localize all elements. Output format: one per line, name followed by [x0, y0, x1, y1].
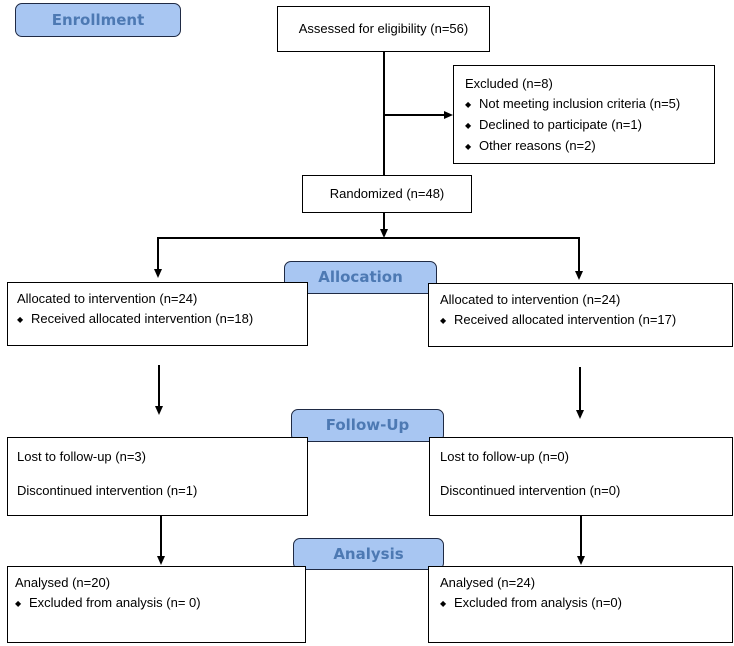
- connector-to-excluded: [384, 114, 444, 116]
- right-analysis-item: ◆Excluded from analysis (n=0): [440, 593, 732, 614]
- excluded-item: ◆Not meeting inclusion criteria (n=5): [465, 94, 714, 115]
- left-followup-to-analysis: [160, 516, 162, 556]
- arrow-left-followup: [155, 406, 163, 415]
- randomized-label: Randomized (n=48): [329, 186, 445, 201]
- randomized-box: Randomized (n=48): [302, 175, 472, 213]
- connector-randomized-split: [383, 212, 385, 230]
- right-allocation-to-followup: [579, 367, 581, 410]
- right-analysis-box: Analysed (n=24) ◆Excluded from analysis …: [428, 566, 733, 643]
- assessed-label: Assessed for eligibility (n=56): [298, 21, 469, 36]
- arrow-right-followup: [576, 410, 584, 419]
- right-lost-label: Lost to follow-up (n=0): [440, 449, 569, 464]
- left-followup-box: Lost to follow-up (n=3) Discontinued int…: [7, 437, 308, 516]
- left-allocation-item: ◆Received allocated intervention (n=18): [17, 309, 307, 330]
- assessed-box: Assessed for eligibility (n=56): [277, 6, 490, 52]
- right-allocation-title: Allocated to intervention (n=24): [440, 292, 621, 307]
- right-followup-to-analysis: [580, 516, 582, 556]
- bullet-icon: ◆: [465, 121, 472, 130]
- right-allocation-item: ◆Received allocated intervention (n=17): [440, 310, 732, 331]
- excluded-title: Excluded (n=8): [465, 76, 553, 91]
- left-analysis-item: ◆Excluded from analysis (n= 0): [15, 593, 305, 614]
- connector-assessed-randomized: [383, 51, 385, 176]
- left-discontinued-label: Discontinued intervention (n=1): [17, 483, 198, 498]
- right-followup-box: Lost to follow-up (n=0) Discontinued int…: [429, 437, 733, 516]
- right-analysed-label: Analysed (n=24): [440, 575, 536, 590]
- excluded-item: ◆Other reasons (n=2): [465, 136, 714, 157]
- excluded-item: ◆Declined to participate (n=1): [465, 115, 714, 136]
- stage-header-allocation: Allocation: [284, 261, 437, 294]
- bullet-icon: ◆: [15, 599, 22, 608]
- left-allocation-title: Allocated to intervention (n=24): [17, 291, 198, 306]
- left-analysis-box: Analysed (n=20) ◆Excluded from analysis …: [7, 566, 306, 643]
- stage-header-followup: Follow-Up: [291, 409, 444, 442]
- bullet-icon: ◆: [465, 100, 472, 109]
- bullet-icon: ◆: [465, 142, 472, 151]
- excluded-box: Excluded (n=8) ◆Not meeting inclusion cr…: [453, 65, 715, 164]
- stage-header-analysis: Analysis: [293, 538, 444, 570]
- arrow-right-allocation: [575, 271, 583, 280]
- bullet-icon: ◆: [440, 316, 447, 325]
- arrow-right-analysis: [577, 556, 585, 565]
- left-lost-label: Lost to follow-up (n=3): [17, 449, 146, 464]
- arrow-to-excluded: [444, 111, 453, 119]
- bullet-icon: ◆: [440, 599, 447, 608]
- split-left-down: [157, 237, 159, 270]
- left-allocation-to-followup: [158, 365, 160, 406]
- split-right-down: [578, 237, 580, 272]
- split-horizontal-line: [158, 237, 579, 239]
- bullet-icon: ◆: [17, 315, 24, 324]
- right-discontinued-label: Discontinued intervention (n=0): [440, 483, 621, 498]
- arrow-left-analysis: [157, 556, 165, 565]
- right-allocation-box: Allocated to intervention (n=24) ◆Receiv…: [428, 283, 733, 347]
- stage-header-enrollment: Enrollment: [15, 3, 181, 37]
- left-allocation-box: Allocated to intervention (n=24) ◆Receiv…: [7, 282, 308, 346]
- arrow-left-allocation: [154, 269, 162, 278]
- left-analysed-label: Analysed (n=20): [15, 575, 111, 590]
- arrow-randomized-split: [380, 229, 388, 238]
